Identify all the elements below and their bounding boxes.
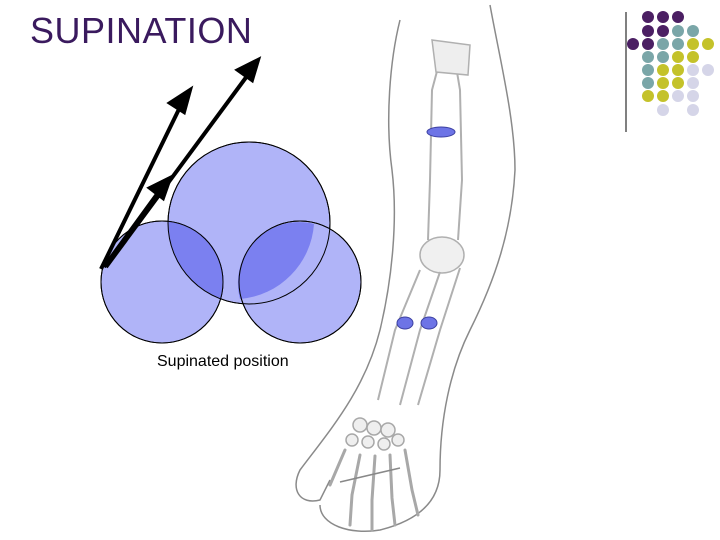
slide-title: SUPINATION [30,10,253,51]
arrow-left-shaft [99,102,184,270]
arm-outline-right [319,4,516,532]
diagram-caption: Supinated position [157,353,289,370]
upper-arm-marker [426,126,456,138]
forearm-marker-right [420,316,438,330]
supination-circles [100,141,362,344]
forearm-marker-left [396,316,414,330]
hand-bones [328,448,420,532]
arrow-right-shaft [104,70,252,269]
dot-grid [627,11,714,116]
arm-outline-left [295,19,401,502]
arrow-left-head [166,85,194,116]
overlap-left [167,221,224,299]
arrow-right-head [234,56,262,84]
forearm-bones [377,267,461,406]
overlap-right [237,222,314,299]
arm-illustration [295,4,516,532]
force-arrows [99,56,262,270]
